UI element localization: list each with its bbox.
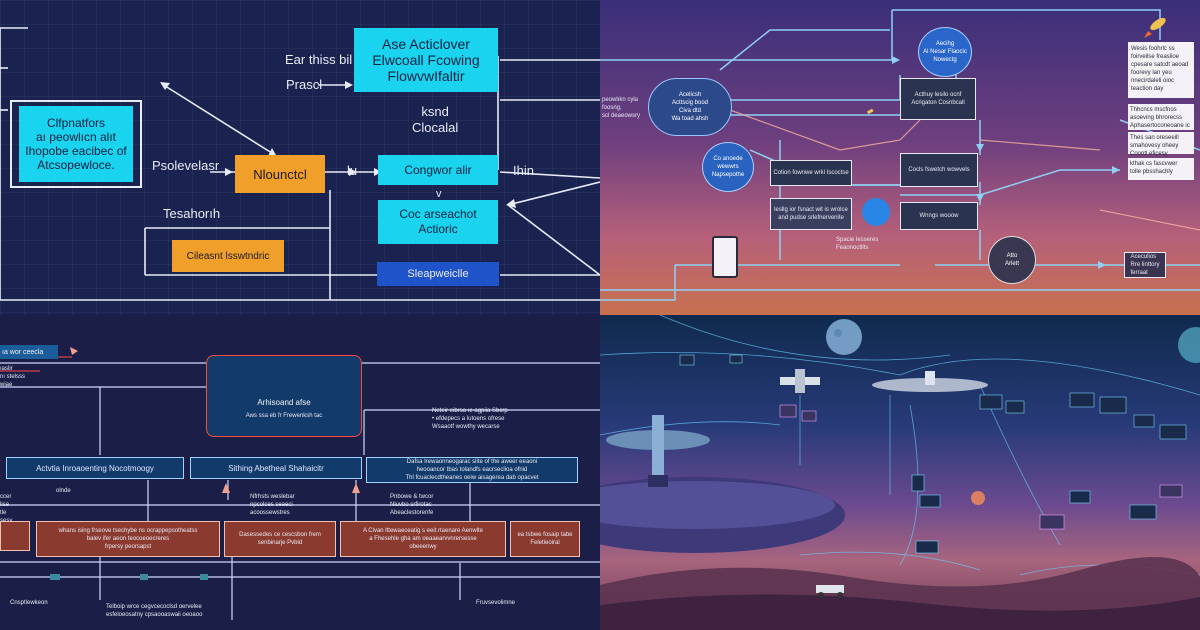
rust-box-3-text: A Clvan lttewaeceatig s eeit rtaenare Ae… [362, 528, 484, 550]
left-text: ıaslir nı stelsss wiae [0, 366, 26, 388]
right-text: Neteir eibrsa ıe agpiia Sbcrp • efdepecs… [432, 408, 508, 430]
mid-label: ksnd Clocalal [412, 104, 459, 135]
nlrs-text: Nfrhsts weslebar npcolces seaeci acoosse… [250, 494, 295, 516]
phone-icon [712, 236, 738, 278]
rust-box-4-text: ea tsbwe fosaip tabe Feletieoiral [517, 532, 573, 546]
bottom-left-label: Cnsptlewkeon [10, 600, 48, 606]
rust-box-0 [0, 521, 30, 551]
dark-circle-node[interactable]: Atto Arlett [988, 236, 1036, 284]
olnde-label: olnde [56, 488, 71, 494]
connector-lines [0, 27, 600, 301]
prasci-label: Prascl [286, 77, 323, 92]
small-planet-icon [971, 491, 985, 505]
sp-note: Spacie lesseres Feaonoctllts [836, 237, 879, 251]
space-scene-illustration [600, 315, 1200, 630]
speech-bubble-label: Acelicsh Acttscig bood Civa dtd Wa toad … [671, 92, 709, 122]
rust-box-2[interactable]: Dasessedes ce cescsbon frem senbinarje P… [224, 521, 336, 557]
mid-white-label: lesllg ior fsnact wit is wrolce and puds… [774, 207, 848, 221]
bottom-mid-label: Telboip wrce cegvcecoclsd oervelee esfel… [106, 604, 203, 618]
top-circle-node[interactable]: Aecihg Al Nesar Flaocic Nowectg [918, 27, 972, 77]
left-frame: Clfpnatfors aı peowlıcn alıt Ihopobe eac… [10, 100, 142, 188]
saucer-icon [872, 371, 988, 392]
pruw-text: Pnbowe & twcor Nluvbo srfirotac Abeacles… [390, 494, 434, 516]
rust-box-1-text: whans ising frseove tsechybe ns ocrappep… [58, 528, 198, 550]
speech-bubble-node[interactable]: Acelicsh Acttscig bood Civa dtd Wa toad … [648, 78, 732, 136]
main-box-subtitle: Aws ssa eb fr Frewenksh tac [245, 413, 323, 419]
dark-circle-label: Atto Arlett [1004, 253, 1019, 267]
wings-label: Wnngs wooow [919, 213, 959, 219]
top-left-tag-label: ıa wor ceecla [2, 348, 44, 356]
connector-lines [0, 347, 600, 620]
ihin-label: Ihin [513, 163, 534, 178]
dark-top-box[interactable]: Acthuy lesilo ocnf Acrigaton Cosnbcall [900, 78, 976, 120]
timeline-bar-1[interactable]: Actvtia Inroaoenting Nocotmoogy [6, 457, 184, 479]
note-card-2-text: Thhcncs mscfnos asoeving bhrorecss Aphas… [1130, 107, 1190, 129]
moon-icon [826, 319, 862, 355]
main-box-title: Arhisoand afse [257, 398, 311, 407]
v-label: v [436, 188, 442, 200]
note-card-1: Wesis foohrlc ss foirveilse freaslioe cp… [1128, 42, 1194, 98]
right-list-box: Aceculios Rre linttory ferraat [1124, 252, 1166, 278]
blue-box[interactable]: Sleapweiclle [377, 262, 499, 286]
panel-timeline-diagram: ıa wor ceecla ıaslir nı stelsss wiae Arh… [0, 315, 600, 630]
left-box[interactable]: Clfpnatfors aı peowlıcn alıt Ihopobe eac… [19, 106, 133, 182]
orange-node-1[interactable]: Nlounctcl [235, 155, 325, 193]
wings-box[interactable]: Wnngs wooow [900, 202, 978, 230]
rust-box-2-text: Dasessedes ce cescsbon frem senbinarje P… [239, 532, 321, 546]
rover-icon [816, 585, 844, 598]
top-circle-label: Aecihg Al Nesar Flaocic Nowectg [923, 41, 967, 63]
rust-box-1[interactable]: whans ising frseove tsechybe ns ocrappep… [36, 521, 220, 557]
lu-label: lu [347, 163, 358, 178]
timeline-bar-3-text: Dafsa Irewaonneogarac slite of the aweer… [405, 459, 539, 481]
planet-icon [1178, 327, 1200, 363]
note-card-4: kthak cs fascvwer tolle pbsshachly [1128, 158, 1194, 180]
satellite-icon [866, 108, 874, 115]
satellite-icon [780, 369, 820, 393]
circle-node-2[interactable]: Co anoede wewwrs Napsepothe [702, 142, 754, 192]
note-card-3-text: Thes san oreseeill smahovesy oheey Coont… [1130, 135, 1179, 157]
left-label: peowlıkn cyla foosng, scl deaeowsry [602, 97, 641, 119]
conn-box[interactable]: Cotion fownwe wrkl Iscoctse [770, 160, 852, 186]
ctr-box[interactable]: Cocls fswetch wowvels [900, 153, 978, 187]
tesahorn-label: Tesahorıh [163, 206, 221, 221]
title-box[interactable]: Ase Acticlover Elwcoall Fcowing FlowvwIf… [354, 28, 498, 92]
rocket-icon [1144, 17, 1166, 38]
psole-label: Psolevelasr [152, 158, 220, 173]
note-card-3: Thes san oreseeill smahovesy oheey Coont… [1128, 132, 1194, 157]
conn-box-label: Cotion fownwe wrkl Iscoctse [773, 170, 849, 176]
main-box[interactable]: Arhisoand afse Aws ssa eb fr Frewenksh t… [206, 355, 362, 437]
note-card-1-text: Wesis foohrlc ss foirveilse freaslioe cp… [1131, 46, 1189, 92]
cong-box[interactable]: Congwor alir [378, 155, 498, 185]
note-card-4-text: kthak cs fascvwer tolle pbsshachly [1130, 161, 1178, 175]
mid-white-box[interactable]: lesllg ior fsnact wit is wrolce and puds… [770, 198, 852, 230]
circle-node-2-label: Co anoede wewwrs Napsepothe [711, 156, 745, 178]
mountain-range [600, 557, 1200, 630]
orange-node-2[interactable]: Cileasnt lsswtndric [172, 240, 284, 272]
timeline-bar-2[interactable]: Sithing Abetheal Shahaicitr [190, 457, 362, 479]
panel-space-scene [600, 315, 1200, 630]
dark-top-label: Acthuy lesilo ocnf Acrigaton Cosnbcall [911, 92, 965, 106]
ctr-box-label: Cocls fswetch wowvels [908, 167, 970, 173]
blue-dot-node [862, 198, 890, 226]
note-card-2: Thhcncs mscfnos asoeving bhrorecss Aphas… [1128, 104, 1194, 130]
timeline-bar-3[interactable]: Dafsa Irewaonneogarac slite of the aweer… [366, 457, 578, 483]
coc-box[interactable]: Coc arseachot Actioric [378, 200, 498, 244]
floating-panels [679, 354, 1187, 554]
spaceship-icon [600, 415, 845, 553]
bottom-right-label: Fruvsevolimne [476, 600, 516, 606]
top-left-tag[interactable]: ıa wor ceecla [0, 345, 58, 359]
panel-workflow-diagram: Ear thiss bil Prascl Ase Acticlover Elwc… [0, 0, 600, 315]
panel-space-flowchart: Aecihg Al Nesar Flaocic Nowectg Acthuy l… [600, 0, 1200, 315]
right-list-label: Aceculios Rre linttory ferraat [1130, 254, 1160, 276]
rust-box-4[interactable]: ea tsbwe fosaip tabe Feletieoiral [510, 521, 580, 557]
rust-box-3[interactable]: A Clvan lttewaeceatig s eeit rtaenare Ae… [340, 521, 506, 557]
top-label: Ear thiss bil [285, 52, 353, 67]
